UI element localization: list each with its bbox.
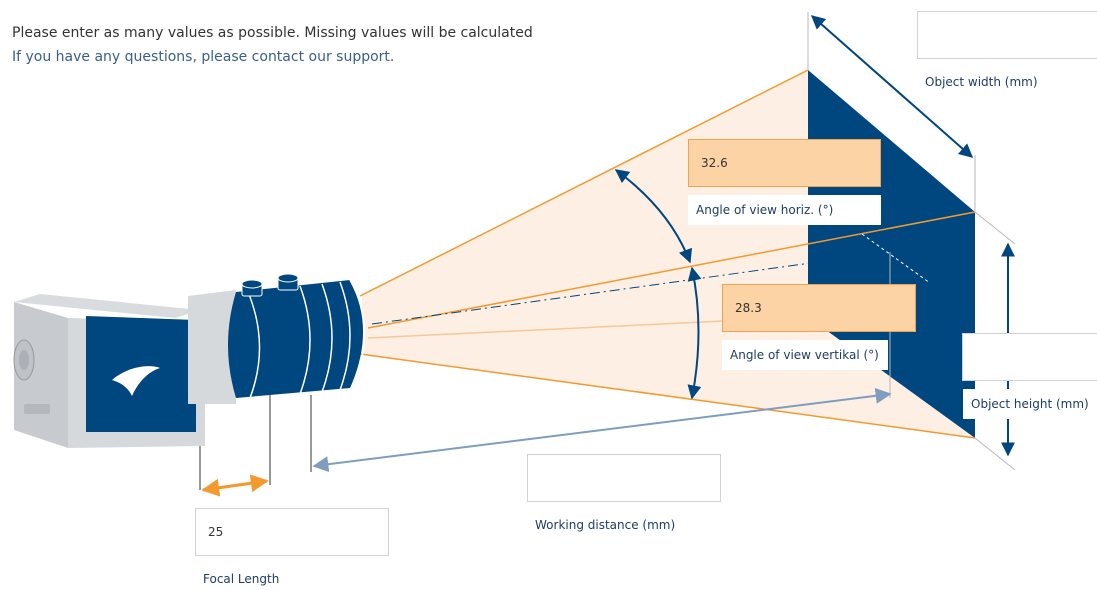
angle-horizontal-arc — [614, 169, 693, 264]
optical-axis — [371, 251, 891, 325]
intro-instruction-text: Please enter as many values as possible.… — [12, 25, 533, 41]
focal-length-arrow — [201, 474, 269, 497]
angle-vertical-arc — [687, 266, 702, 400]
object-width-input[interactable] — [917, 11, 1097, 59]
angle-horizontal-input[interactable] — [688, 139, 881, 187]
cone-top-edge — [359, 69, 809, 297]
focal-length-label: Focal Length — [203, 572, 280, 586]
focal-length-input[interactable] — [195, 508, 389, 556]
working-distance-input[interactable] — [527, 454, 721, 502]
working-distance-label: Working distance (mm) — [535, 518, 676, 532]
support-contact-text: If you have any questions, please contac… — [12, 49, 395, 65]
cone-mid-edge — [367, 211, 976, 329]
object-width-label: Object width (mm) — [925, 75, 1038, 89]
angle-vertical-input[interactable] — [722, 284, 916, 332]
object-height-input[interactable] — [962, 333, 1097, 381]
object-height-label: Object height (mm) — [963, 389, 1095, 419]
object-width-arrow — [810, 15, 974, 158]
plane-diagonal — [861, 233, 931, 284]
angle-vertical-label: Angle of view vertikal (°) — [722, 340, 888, 370]
angle-horizontal-label: Angle of view horiz. (°) — [688, 195, 881, 225]
camera-illustration — [13, 273, 366, 448]
brand-logo-icon — [112, 366, 160, 396]
working-distance-arrow — [312, 387, 892, 473]
